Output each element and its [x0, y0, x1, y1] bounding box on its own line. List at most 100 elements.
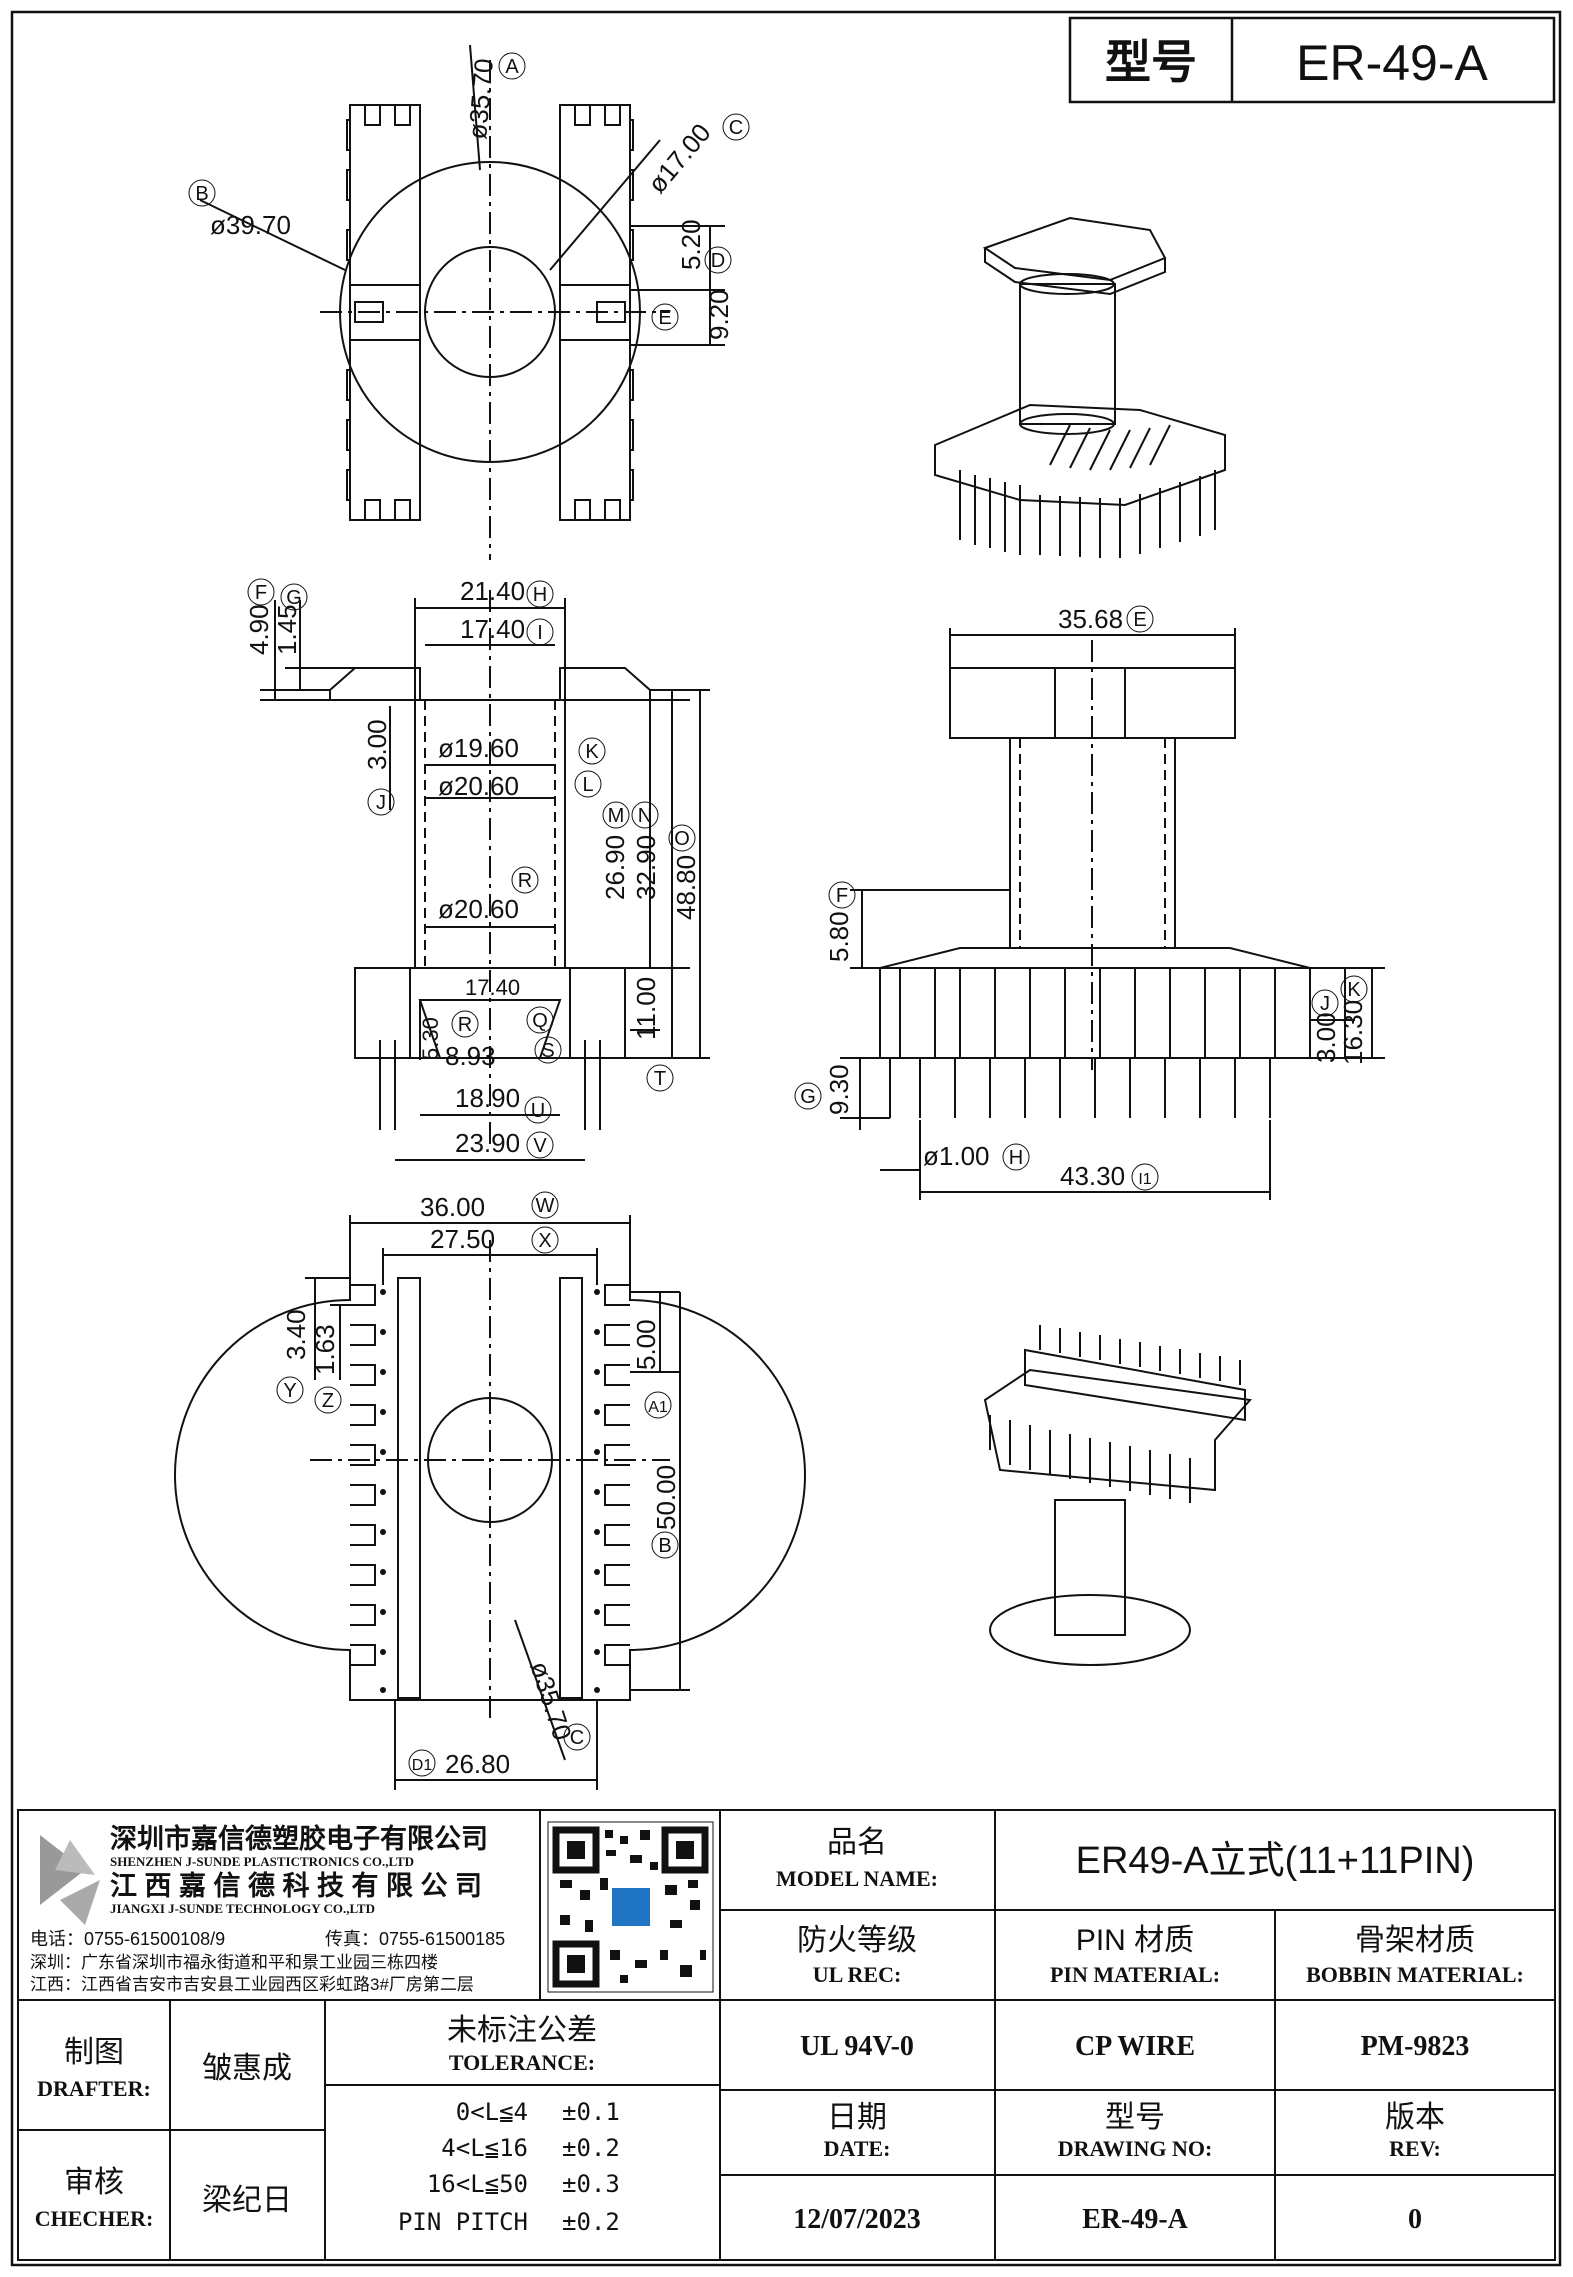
marker: L: [582, 774, 593, 796]
dim-text: 5.20: [676, 219, 706, 270]
company-address-jx: 江西：江西省吉安市吉安县工业园西区彩虹路3#厂房第二层: [30, 1975, 474, 1994]
marker: E: [1133, 609, 1146, 631]
company-fax: 传真：0755-61500185: [325, 1929, 505, 1949]
marker: I: [537, 622, 543, 644]
marker: Z: [322, 1390, 334, 1412]
marker: Q: [532, 1010, 548, 1032]
marker: I1: [1138, 1171, 1151, 1188]
date-label-en: DATE:: [824, 2136, 891, 2161]
drafter-label-cn: 制图: [64, 2036, 124, 2069]
marker: Y: [283, 1380, 296, 1402]
marker: X: [538, 1230, 551, 1252]
model-name-label-cn: 品名: [827, 1826, 887, 1859]
dim-text: 21.40: [460, 576, 525, 606]
dim-text: 27.50: [430, 1224, 495, 1254]
company-name-cn: 深圳市嘉信德塑胶电子有限公司: [110, 1823, 488, 1854]
side-view-markers: E F G H I1 J K: [794, 605, 1368, 1191]
marker: N: [638, 805, 652, 827]
marker: A: [505, 56, 519, 78]
marker: G: [286, 587, 302, 609]
pin-material-value: CP WIRE: [1075, 2031, 1195, 2062]
marker: K: [585, 741, 599, 763]
bobbin-material-label-cn: 骨架材质: [1355, 1924, 1475, 1957]
dim-text: 18.90: [455, 1083, 520, 1113]
tolerance-value: ±0.2: [562, 2208, 620, 2236]
sheet-border: [10, 10, 1562, 2267]
checker-label-cn: 审核: [64, 2166, 124, 2199]
dim-text: 4.90: [244, 604, 274, 655]
marker: C: [570, 1727, 584, 1749]
marker: M: [608, 805, 625, 827]
marker: T: [654, 1068, 666, 1090]
front-view: [260, 590, 710, 1161]
drawing-no-value: ER-49-A: [1082, 2204, 1189, 2235]
tolerance-range: PIN PITCH: [398, 2208, 528, 2236]
dim-text: 3.00: [1311, 1012, 1341, 1063]
model-value: ER-49-A: [1296, 35, 1488, 91]
marker: W: [536, 1195, 555, 1217]
pin-material-label-en: PIN MATERIAL:: [1050, 1962, 1220, 1987]
rev-label-en: REV:: [1389, 2136, 1441, 2161]
marker: R: [458, 1014, 472, 1036]
dim-text: ø19.60: [438, 733, 519, 763]
marker: R: [518, 870, 532, 892]
company2-name-en: JIANGXI J-SUNDE TECHNOLOGY CO.,LTD: [110, 1901, 375, 1916]
dim-text: 3.00: [362, 719, 392, 770]
dim-text: 35.68: [1058, 604, 1123, 634]
checker-label-en: CHECHER:: [35, 2206, 154, 2231]
marker: J: [376, 792, 386, 814]
tolerance-title-cn: 未标注公差: [447, 2014, 597, 2047]
isometric-top-view: [934, 216, 1226, 558]
date-value: 12/07/2023: [793, 2204, 921, 2235]
bottom-title-block: [17, 1809, 1556, 2261]
marker: G: [800, 1086, 816, 1108]
marker: D1: [412, 1757, 433, 1774]
dim-text: 1.45: [272, 604, 302, 655]
company-phone: 电话：0755-61500108/9: [30, 1929, 225, 1949]
tolerance-value: ±0.2: [562, 2134, 620, 2162]
top-view-dims: ø35.70 ø39.70 ø17.00 5.20 9.20: [210, 57, 734, 340]
dim-text: 32.90: [631, 835, 661, 900]
dim-text: 43.30: [1060, 1161, 1125, 1191]
pin-material-label-cn: PIN 材质: [1076, 1924, 1194, 1957]
top-view-markers: A B C D E: [188, 52, 750, 331]
marker: U: [531, 1100, 545, 1122]
dim-text: ø20.60: [438, 894, 519, 924]
bobbin-material-label-en: BOBBIN MATERIAL:: [1306, 1962, 1524, 1987]
tolerance-range: 0<L≦4: [456, 2098, 528, 2126]
rev-label-cn: 版本: [1385, 2101, 1445, 2134]
marker: A1: [648, 1399, 668, 1416]
marker: E: [658, 307, 671, 329]
dim-text: ø17.00: [642, 118, 717, 199]
top-view: [199, 44, 725, 560]
dim-text: ø39.70: [210, 210, 291, 240]
marker: C: [729, 117, 743, 139]
dim-text: 17.40: [460, 614, 525, 644]
isometric-bottom-view: [983, 1325, 1252, 1666]
front-view-markers: H I F G J K L M N O R Q R S T U V: [247, 578, 696, 1159]
dim-text: ø1.00: [923, 1141, 990, 1171]
tolerance-range: 4<L≦16: [441, 2134, 528, 2162]
company-logo: [40, 1835, 100, 1925]
marker: K: [1347, 979, 1361, 1001]
dim-text: 5.00: [631, 1319, 661, 1370]
ul-value: UL 94V-0: [800, 2031, 914, 2062]
dim-text: 23.90: [455, 1128, 520, 1158]
dim-text: 9.30: [824, 1064, 854, 1115]
side-view: [840, 628, 1385, 1200]
company-info: 深圳市嘉信德塑胶电子有限公司 SHENZHEN J-SUNDE PLASTICT…: [30, 1823, 505, 1994]
dim-text: 48.80: [671, 855, 701, 920]
drawing-no-label-en: DRAWING NO:: [1058, 2136, 1213, 2161]
dim-text: 3.40: [281, 1309, 311, 1360]
dim-text: 50.00: [651, 1465, 681, 1530]
side-view-dims: 35.68 5.80 9.30 ø1.00 43.30 3.00 16.30: [824, 604, 1368, 1191]
drawing-no-label-cn: 型号: [1105, 2101, 1165, 2134]
dim-text: 1.63: [310, 1324, 340, 1375]
dim-text: 36.00: [420, 1192, 485, 1222]
dim-text: 8.93: [445, 1041, 496, 1071]
company-name-en: SHENZHEN J-SUNDE PLASTICTRONICS CO.,LTD: [110, 1854, 414, 1869]
dim-text: 26.90: [600, 835, 630, 900]
marker: B: [658, 1535, 671, 1557]
dim-text: 26.80: [445, 1749, 510, 1779]
